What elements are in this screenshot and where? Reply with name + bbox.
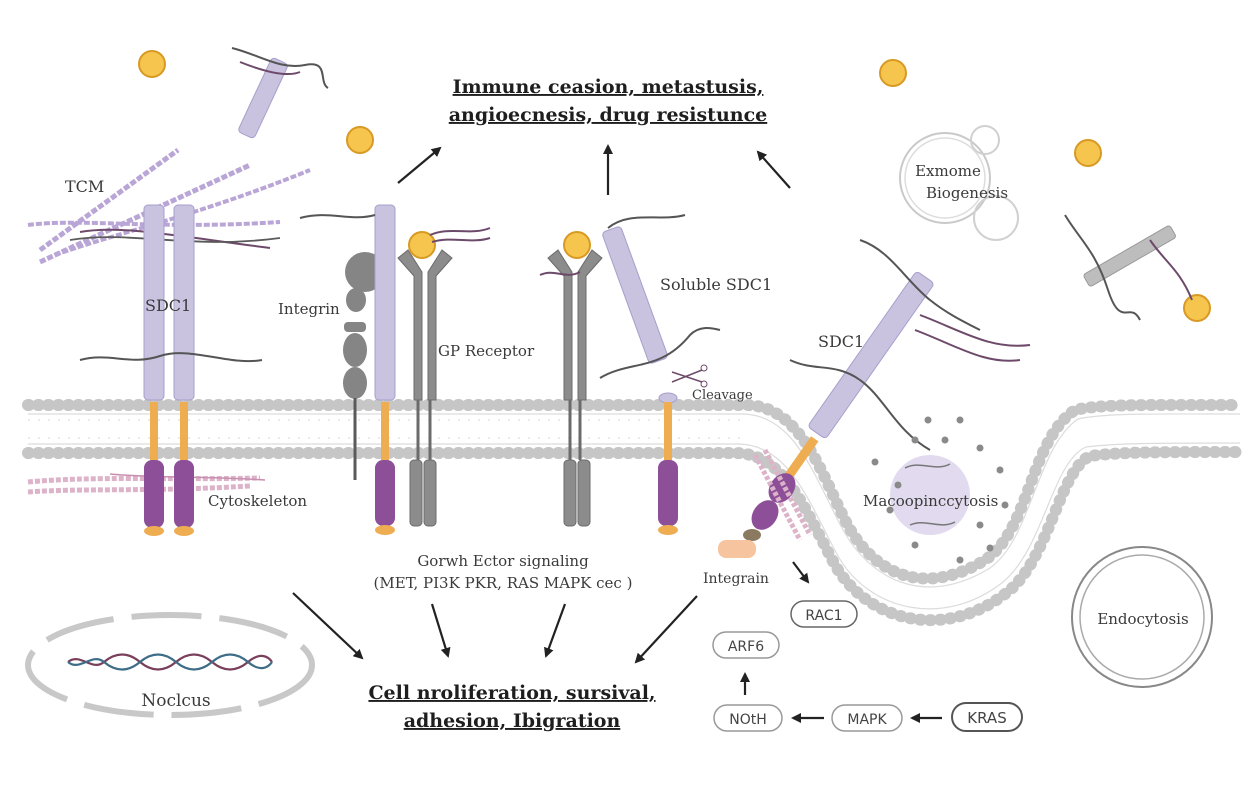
cytoskeleton-label: Cytoskeleton <box>208 492 307 510</box>
macropinocytosis-label: Macoopinccytosis <box>863 492 998 510</box>
nucleus <box>25 612 315 718</box>
arrow-to-proliferation <box>544 603 567 658</box>
sdc1-middle <box>299 204 396 535</box>
heading-bottom-line2: adhesion, Ibigration <box>404 710 621 732</box>
noth-pill <box>713 704 783 732</box>
exosome-label: Exmome <box>915 162 981 180</box>
diagram-labels: Immune ceasion, metastusis, angioecnesis… <box>65 76 1189 732</box>
endocytosis-vesicle <box>1071 546 1213 688</box>
ligand-molecules <box>138 50 1211 322</box>
macropinocytosis-vesicle <box>871 416 1009 564</box>
heading-top-line1: Immune ceasion, metastusis, <box>453 76 764 98</box>
heading-bottom-line1: Cell nroliferation, sursival, <box>368 682 655 704</box>
soluble-sdc1 <box>599 214 721 379</box>
gp-receptor <box>397 227 491 527</box>
cell-membrane <box>22 398 1246 626</box>
arrow-to-rac1 <box>792 561 810 584</box>
effect-arrows <box>292 144 942 723</box>
mapk-pill <box>831 704 903 732</box>
growth-signaling-line2: (MET, PI3K PKR, RAS MAPK cec ) <box>374 574 633 592</box>
integrain-label: Integrain <box>703 571 769 587</box>
receptor-center <box>539 231 603 527</box>
noth-label: NOtH <box>729 712 767 728</box>
arf6-label: ARF6 <box>728 639 764 655</box>
heading-top-line2: angioecnesis, drug resistunce <box>449 104 767 126</box>
arf6-pill <box>712 631 780 659</box>
mapk-label: MAPK <box>847 712 887 728</box>
tcm-collagen-fibers <box>27 147 311 265</box>
sdc1-right <box>718 239 1031 558</box>
biogenesis-label: Biogenesis <box>926 184 1008 202</box>
scissors-icon <box>671 364 708 388</box>
sdc1-left-pair <box>79 204 263 536</box>
arrow-to-proliferation <box>430 603 451 658</box>
arrow-to-immune-evasion <box>397 146 442 184</box>
tcm-label: TCM <box>65 177 104 196</box>
integrin-left-label: Integrin <box>278 300 340 318</box>
arrow-to-proliferation <box>292 592 364 660</box>
growth-signaling-line1: Gorwh Ector signaling <box>417 552 589 570</box>
integrin-left <box>343 252 385 480</box>
cleavage-label: Cleavage <box>692 388 753 403</box>
shed-sdc1-fragments <box>231 47 1193 321</box>
endocytosis-label: Endocytosis <box>1097 610 1188 628</box>
soluble-sdc1-label: Soluble SDC1 <box>660 275 772 294</box>
kras-label: KRAS <box>967 709 1006 727</box>
arrow-to-immune-evasion <box>756 150 791 189</box>
rac1-pill <box>790 600 858 628</box>
pathway-pills <box>712 600 1023 732</box>
rac1-label: RAC1 <box>805 608 842 624</box>
cleaved-sdc1-stub <box>658 364 708 535</box>
gp-receptor-label: GP Receptor <box>438 342 535 360</box>
sdc1-right-label: SDC1 <box>818 332 864 351</box>
exosome-vesicles <box>899 125 1019 241</box>
kras-pill <box>951 702 1023 732</box>
arrow-to-proliferation <box>634 595 698 664</box>
nucleus-label: Noclcus <box>141 691 210 711</box>
sdc1-left-label: SDC1 <box>145 296 191 315</box>
